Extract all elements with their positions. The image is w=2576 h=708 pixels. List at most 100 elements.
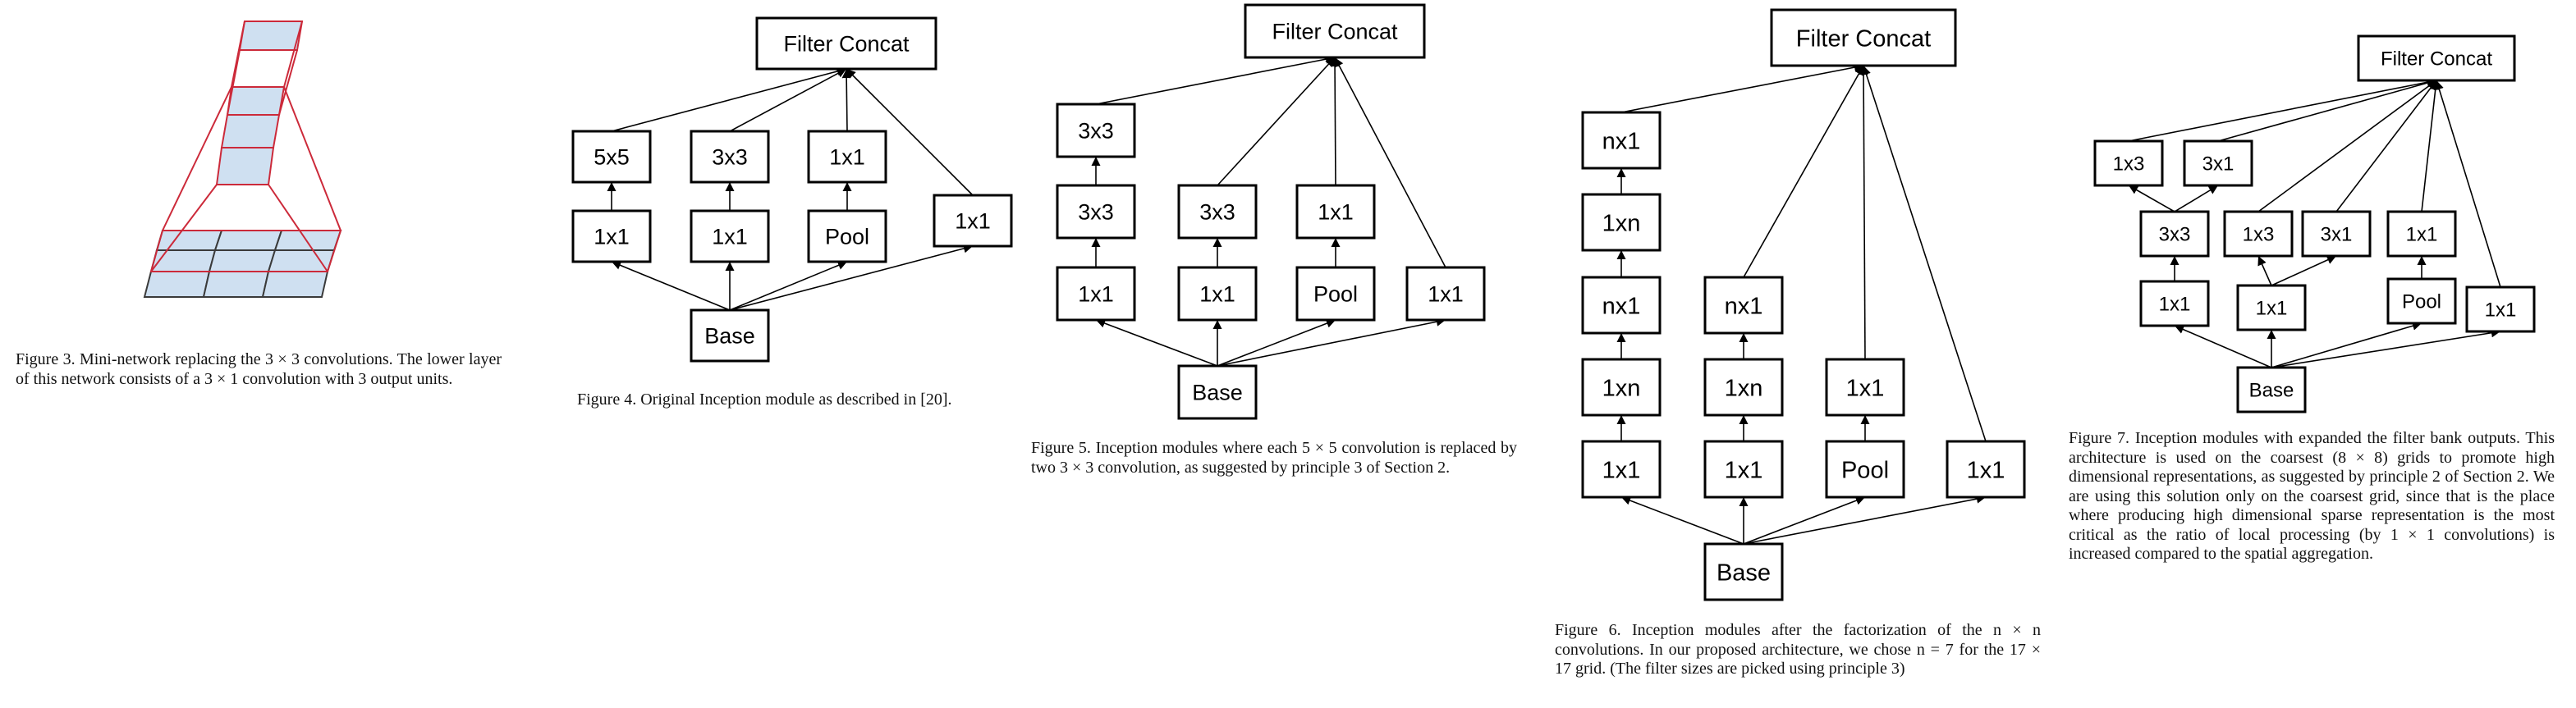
node-label: 1x3 <box>2243 224 2275 246</box>
node-box <box>690 130 770 184</box>
flow-arrow <box>2217 78 2437 142</box>
node-box <box>1056 184 1136 240</box>
grid-cell <box>267 249 336 272</box>
node-box <box>2386 210 2457 258</box>
node-b2: 3x3 <box>1177 184 1258 240</box>
node-a2: 3x3 <box>1056 184 1136 240</box>
node-box <box>1581 440 1662 499</box>
node-conv1-right: 1x1 <box>933 194 1013 248</box>
flow-arrow <box>1862 65 1987 442</box>
node-a2: 1xn <box>1581 358 1662 417</box>
node-label: Filter Concat <box>783 32 910 57</box>
node-label: 1x1 <box>1846 375 1885 401</box>
node-concat: Filter Concat <box>1244 3 1426 59</box>
figure-6-caption: Figure 6. Inception modules after the fa… <box>1555 621 2041 678</box>
node-box <box>1703 440 1784 499</box>
node-a-out1: 1x3 <box>2093 139 2164 187</box>
flow-arrow <box>1620 62 1864 113</box>
node-box <box>2236 284 2307 331</box>
flow-arrow <box>2434 80 2501 288</box>
node-b-out1: 1x3 <box>2223 210 2294 258</box>
flow-arrow <box>1330 57 1340 186</box>
node-label: 3x1 <box>2321 224 2353 246</box>
node-box <box>1244 3 1426 59</box>
flow-arrow <box>1859 65 1868 360</box>
node-box <box>1825 358 1905 417</box>
node-box <box>1581 358 1662 417</box>
node-conv3: 3x3 <box>690 130 770 184</box>
flow-arrow <box>2335 80 2437 212</box>
node-box <box>1056 103 1136 158</box>
node-box <box>2223 210 2294 258</box>
node-box <box>571 209 652 263</box>
node-label: 3x3 <box>1078 119 1114 144</box>
node-box <box>2301 210 2372 258</box>
node-box <box>1177 364 1258 420</box>
arrows <box>1616 62 1987 545</box>
node-label: 1x1 <box>2159 294 2191 316</box>
node-red-b: 1x1 <box>690 209 770 263</box>
flow-arrow <box>729 244 974 311</box>
grid-cell <box>215 147 275 185</box>
node-box <box>2183 139 2253 187</box>
node-label: 1x3 <box>2113 153 2145 176</box>
node-c1: Pool <box>1825 440 1905 499</box>
node-concat: Filter Concat <box>1770 8 1957 67</box>
figure-4-caption: Figure 4. Original Inception module as d… <box>577 391 952 409</box>
node-a3: nx1 <box>1581 276 1662 335</box>
node-box <box>1703 276 1784 335</box>
node-a-out2: 3x1 <box>2183 139 2253 187</box>
node-label: 1xn <box>1602 375 1641 401</box>
flow-arrow <box>2271 328 2501 368</box>
top-cell <box>238 21 304 51</box>
node-box <box>1581 111 1662 170</box>
node-a-low: 1x1 <box>2139 280 2210 327</box>
node-pool: Pool <box>807 209 887 263</box>
node-box <box>2465 285 2536 333</box>
node-box <box>1825 440 1905 499</box>
grid-cell <box>213 230 283 251</box>
node-a5: nx1 <box>1581 111 1662 170</box>
flow-arrow <box>1217 317 1446 367</box>
flow-arrow <box>2257 80 2437 212</box>
node-label: 1x1 <box>594 225 630 249</box>
node-label: 1x1 <box>1199 282 1235 307</box>
inception-factorized-nxn-figure: Filter Concatnx11xnnx11xn1x1nx11xn1x11x1… <box>1581 8 2026 601</box>
flow-arrow <box>846 68 974 196</box>
node-box <box>1703 358 1784 417</box>
mini-network-figure <box>143 21 342 298</box>
flow-arrow <box>1743 496 1866 545</box>
node-b3: nx1 <box>1703 276 1784 335</box>
flow-arrow <box>2421 80 2441 212</box>
node-label: 1x1 <box>2485 299 2517 322</box>
node-concat: Filter Concat <box>2357 34 2516 82</box>
node-b2: 1xn <box>1703 358 1784 417</box>
grid-cell <box>143 271 211 298</box>
node-label: Pool <box>1841 457 1889 483</box>
grid-cell <box>226 86 286 116</box>
node-label: 1xn <box>1725 375 1763 401</box>
node-label: 1x1 <box>2256 298 2288 320</box>
flow-arrow <box>611 261 731 311</box>
node-c2: 1x1 <box>1825 358 1905 417</box>
node-box <box>807 130 887 184</box>
flow-arrow <box>1620 496 1744 545</box>
node-box <box>1177 184 1258 240</box>
node-conv1-top: 1x1 <box>807 130 887 184</box>
node-label: nx1 <box>1602 128 1641 154</box>
flow-arrow <box>1743 65 1864 278</box>
node-label: Base <box>704 324 755 349</box>
node-box <box>1581 276 1662 335</box>
node-box <box>1295 266 1376 322</box>
node-label: 3x3 <box>2159 224 2191 246</box>
node-box <box>690 308 770 363</box>
node-label: 1x1 <box>1602 457 1641 483</box>
node-label: Filter Concat <box>1272 20 1398 44</box>
flow-arrow <box>729 68 847 132</box>
grid-cell <box>238 21 304 51</box>
node-base: Base <box>690 308 770 363</box>
node-box <box>933 194 1013 248</box>
node-base: Base <box>1177 364 1258 420</box>
